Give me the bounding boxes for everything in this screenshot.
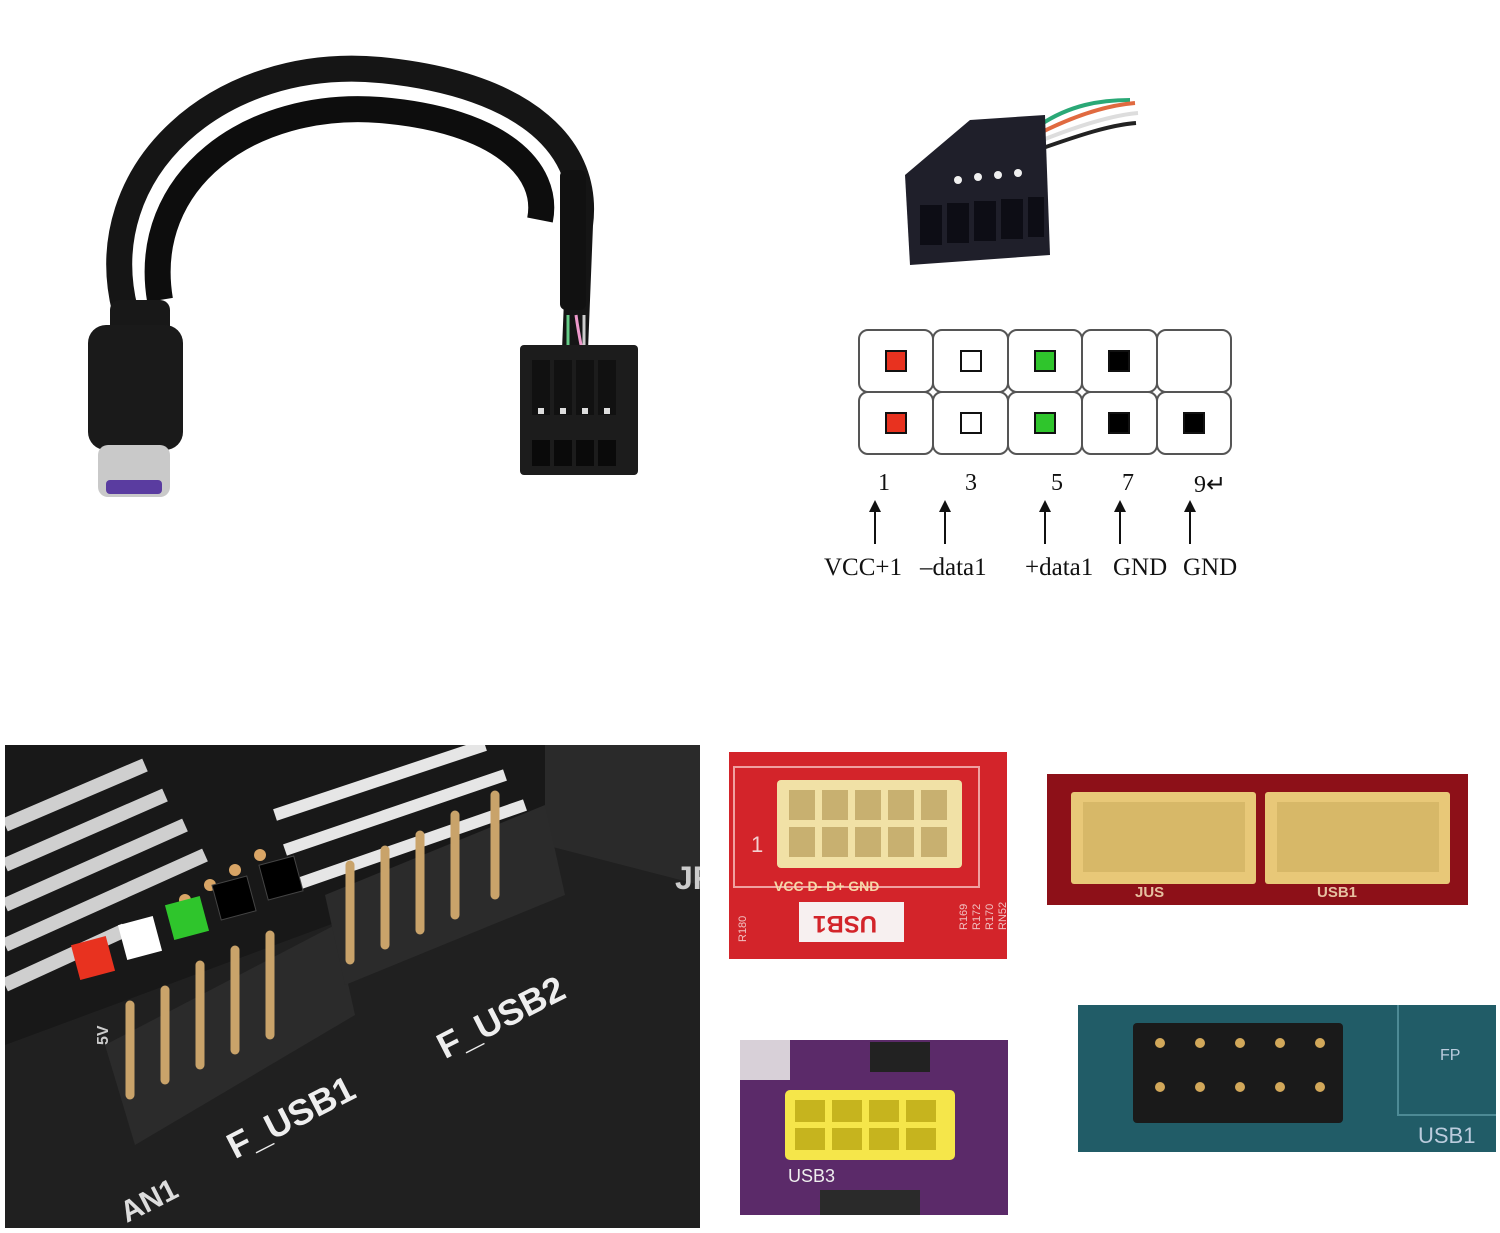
- cable-photo: [70, 50, 690, 510]
- label-usb1: USB1: [1317, 884, 1358, 901]
- pin-number-5: 5: [1051, 470, 1063, 496]
- label-jus: JUS: [1135, 884, 1165, 901]
- label-fp: FP: [1440, 1047, 1461, 1064]
- pin-cell: [932, 329, 1009, 393]
- ref-r180: R180: [737, 915, 749, 942]
- pin-square: [1108, 412, 1131, 434]
- arrow-up-icon: [869, 500, 881, 544]
- motherboard-photo-dark-red: JUS USB1: [1047, 774, 1468, 905]
- teal-pcb-image: [1078, 1005, 1496, 1152]
- pin-square: [959, 412, 982, 434]
- signal-gnd-7: GND: [1113, 554, 1168, 581]
- label-5v: 5V: [95, 1025, 112, 1045]
- arrow-up-icon: [1184, 500, 1196, 544]
- ref-r172: R172: [971, 903, 983, 930]
- arrow-up-icon: [1039, 500, 1051, 544]
- pin-cell: [858, 391, 935, 455]
- pin1-marker: 1: [751, 832, 764, 857]
- motherboard-closeup-image: [5, 745, 700, 1228]
- label-usb3: USB3: [788, 1166, 836, 1186]
- pin-cell: [1081, 391, 1158, 455]
- pin-square: [885, 350, 908, 372]
- pin-square: [1033, 350, 1056, 372]
- dark-red-pcb-image: [1047, 774, 1468, 905]
- pin-cell: [1006, 329, 1084, 393]
- type-c-to-header-cable-image: [88, 55, 638, 497]
- arrow-up-icon: [939, 500, 951, 544]
- pin-square: [1108, 350, 1131, 372]
- pin-legend-text: VCC D- D+ GND: [774, 878, 880, 894]
- pin-square: [959, 350, 982, 372]
- signal-vcc: VCC+1: [824, 554, 903, 581]
- label-jf: JF: [675, 860, 700, 896]
- red-pcb-image: [729, 752, 1007, 959]
- pin-cell: [858, 329, 935, 393]
- pin-number-3: 3: [965, 470, 977, 496]
- pin-number-9: 9↵: [1193, 472, 1227, 498]
- motherboard-photo-purple: USB3: [740, 1040, 1008, 1215]
- pin-diagram: [858, 329, 1232, 455]
- label-usb1-teal: USB1: [1418, 1123, 1476, 1148]
- pin-square: [1033, 412, 1056, 434]
- connector-photo: [900, 95, 1140, 275]
- pin-cell: [1081, 329, 1158, 393]
- header-name-usb1: USB1: [813, 910, 878, 937]
- motherboard-photo-red: 1 VCC D- D+ GND USB1 R180 RN52 R170 R172…: [729, 752, 1007, 959]
- ref-r169: R169: [958, 903, 970, 930]
- pin-cell: [1155, 329, 1232, 393]
- ref-r170: R170: [984, 903, 996, 930]
- purple-pcb-image: [740, 1040, 1008, 1215]
- pin-cell: [932, 391, 1009, 455]
- pin-square: [1182, 412, 1205, 434]
- ref-rn52: RN52: [997, 901, 1007, 930]
- motherboard-photo-teal: FP USB1: [1078, 1005, 1496, 1152]
- signal-gnd-9: GND: [1183, 554, 1238, 581]
- pin-number-1: 1: [878, 470, 890, 496]
- signal-plus-data: +data1: [1025, 554, 1094, 581]
- header-connector-image: [905, 98, 1139, 265]
- pin-cell: [1155, 391, 1232, 455]
- signal-minus-data: –data1: [920, 554, 987, 581]
- pin-number-7: 7: [1122, 470, 1134, 496]
- pin-square: [885, 412, 908, 434]
- arrow-up-icon: [1114, 500, 1126, 544]
- motherboard-photo-large: F_USB1 F_USB2 JF AN1 5V: [5, 745, 700, 1228]
- pin-cell: [1006, 391, 1084, 455]
